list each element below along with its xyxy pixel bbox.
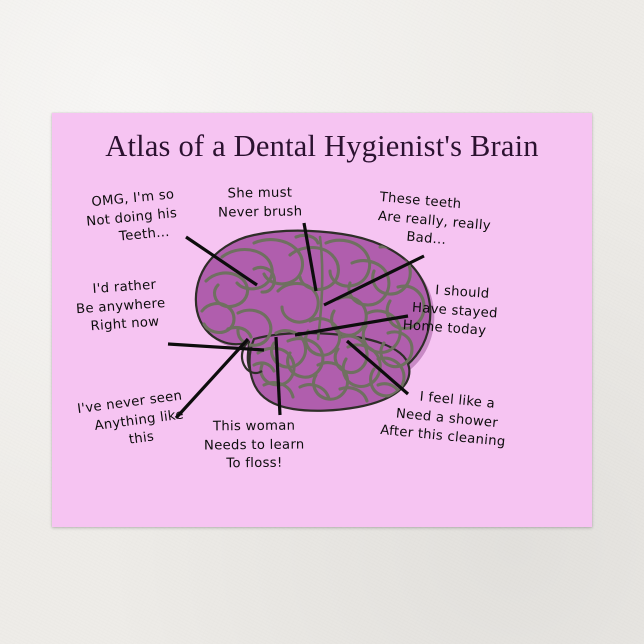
callout-line: This woman — [212, 418, 296, 435]
callout-ive-never-seen-anything-like-this: I've never seen Anything like this — [76, 387, 188, 457]
callout-line: To floss! — [226, 456, 283, 472]
callout-need-a-shower: I feel like a Need a shower After this c… — [379, 385, 509, 453]
callout-line: She must — [227, 185, 293, 202]
callout-needs-to-learn-to-floss: This woman Needs to learn To floss! — [204, 418, 305, 475]
page-title: Atlas of a Dental Hygienist's Brain — [105, 129, 539, 163]
callout-line: Never brush — [218, 204, 303, 221]
callout-she-must-never-brush: She must Never brush — [218, 184, 303, 223]
callout-these-teeth-really-bad: These teeth Are really, really Bad... — [376, 189, 494, 255]
callout-id-rather-be-anywhere: I'd rather Be anywhere Right now — [74, 276, 167, 338]
callout-should-have-stayed-home: I should Have stayed Home today — [402, 280, 500, 343]
callout-line: Needs to learn — [203, 437, 305, 454]
postcard[interactable]: Atlas of a Dental Hygienist's Brain — [52, 113, 592, 527]
callout-omg-not-doing-teeth: OMG, I'm so Not doing his Teeth... — [84, 186, 180, 251]
